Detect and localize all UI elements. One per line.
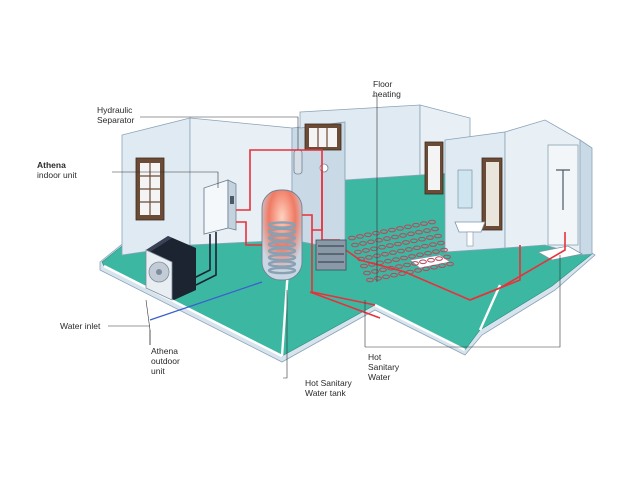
label-hot-sanitary-water-tank-line-1: Hot Sanitary xyxy=(305,378,352,388)
label-hydraulic-separator-line-2: Separator xyxy=(97,115,134,125)
label-floor-heating-line-1: Floor xyxy=(373,79,401,89)
label-hot-sanitary-water: Hot Sanitary Water xyxy=(368,352,399,382)
bathroom-side-wall xyxy=(580,140,592,255)
label-athena-outdoor-line-2: outdoor xyxy=(151,356,180,366)
athena-outdoor-unit-graphic xyxy=(146,236,196,300)
label-floor-heating-line-2: heating xyxy=(373,89,401,99)
center-window xyxy=(305,124,341,150)
label-hydraulic-separator: Hydraulic Separator xyxy=(97,105,134,125)
floor-heating-manifold xyxy=(316,240,346,270)
right-window xyxy=(425,142,443,194)
label-athena-indoor-line-2: indoor unit xyxy=(37,170,77,180)
label-hot-sanitary-water-line-1: Hot xyxy=(368,352,399,362)
label-water-inlet-line-1: Water inlet xyxy=(60,321,100,331)
label-athena-outdoor-line-1: Athena xyxy=(151,346,180,356)
hot-sanitary-water-tank-graphic xyxy=(262,190,302,280)
label-water-inlet: Water inlet xyxy=(60,321,100,331)
label-hot-sanitary-water-line-2: Sanitary xyxy=(368,362,399,372)
label-hydraulic-separator-line-1: Hydraulic xyxy=(97,105,134,115)
athena-indoor-unit-graphic xyxy=(204,180,236,234)
label-athena-indoor-unit: Athena indoor unit xyxy=(37,160,77,180)
left-window xyxy=(136,158,164,220)
label-athena-outdoor-line-3: unit xyxy=(151,366,180,376)
label-hot-sanitary-water-tank-line-2: Water tank xyxy=(305,388,352,398)
label-athena-indoor-title: Athena xyxy=(37,160,77,170)
label-floor-heating: Floor heating xyxy=(373,79,401,99)
label-athena-outdoor-unit: Athena outdoor unit xyxy=(151,346,180,376)
bathroom-door xyxy=(482,158,502,230)
label-hot-sanitary-water-tank: Hot Sanitary Water tank xyxy=(305,378,352,398)
label-hot-sanitary-water-line-3: Water xyxy=(368,372,399,382)
